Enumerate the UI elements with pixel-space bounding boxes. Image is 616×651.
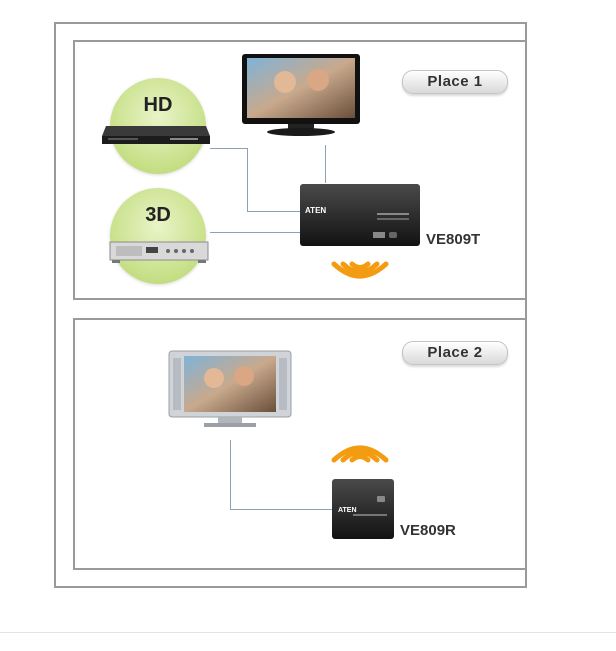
place-2-label: Place 2 xyxy=(402,341,508,365)
transmitter-brand: ATEN xyxy=(305,206,327,215)
transmitter-model: VE809T xyxy=(426,231,481,248)
receiver-device-icon xyxy=(332,479,394,539)
blu-ray-player-icon xyxy=(102,126,210,144)
cable-tv-to-transmitter xyxy=(325,145,326,183)
3d-circle: 3D xyxy=(110,188,206,284)
cable-hd-to-transmitter xyxy=(247,211,301,212)
3d-label: 3D xyxy=(145,204,171,226)
wireless-signal-receiver-icon xyxy=(331,445,389,463)
3d-player-icon xyxy=(109,241,209,263)
cable-hd-vertical xyxy=(247,148,248,212)
receiver-model: VE809R xyxy=(400,522,456,539)
transmitter-device-icon xyxy=(300,184,420,246)
cable-tv2-vertical xyxy=(230,440,231,510)
cable-tv2-to-receiver xyxy=(230,509,332,510)
wireless-signal-icon xyxy=(331,261,389,279)
footer-divider xyxy=(0,632,616,633)
cable-3d-to-transmitter xyxy=(210,232,301,233)
hd-label: HD xyxy=(143,94,173,116)
receiver-brand: ATEN xyxy=(338,507,357,514)
tv-monitor-icon xyxy=(242,54,360,136)
place-1-label: Place 1 xyxy=(402,70,508,94)
tv-silver-icon xyxy=(168,350,292,427)
cable-hd-horizontal xyxy=(210,148,248,149)
